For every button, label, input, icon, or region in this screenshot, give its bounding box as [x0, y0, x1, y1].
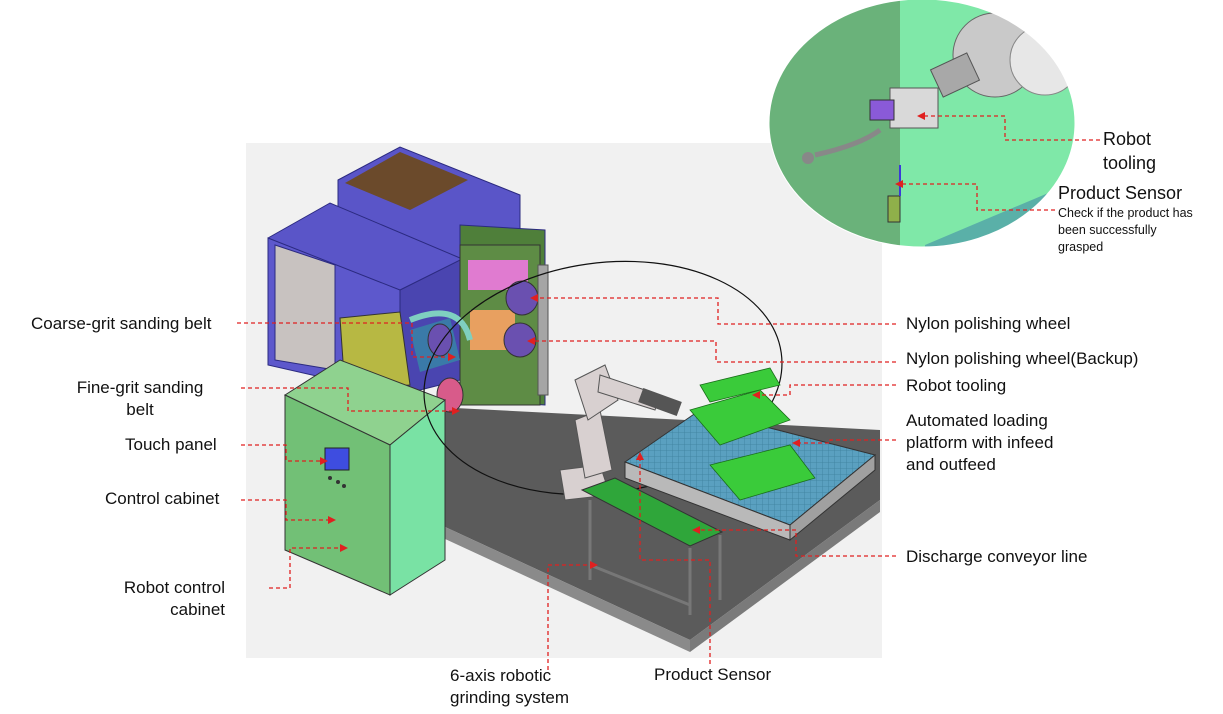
label-robot-system-line2: grinding system — [450, 688, 570, 707]
control-cabinet — [283, 359, 446, 596]
label-fine-sanding-belt-line1: Fine-grit sanding — [76, 378, 204, 397]
sanding-enclosure-front — [267, 202, 461, 396]
label-nylon-polishing-wheel: Nylon polishing wheel — [906, 314, 1071, 333]
label-touch-panel: Touch panel — [125, 435, 217, 454]
label-robot-control-cabinet-line2: cabinet — [170, 600, 225, 619]
polishing-wheel-module — [459, 244, 549, 406]
label-nylon-polishing-wheel-backup: Nylon polishing wheel(Backup) — [906, 349, 1139, 368]
inset-label-product-sensor: Product Sensor — [1058, 183, 1183, 203]
inset-note-line3: grasped — [1058, 240, 1104, 254]
nylon-polishing-wheel-backup — [503, 322, 537, 358]
inset-note-line1: Check if the product has — [1058, 206, 1193, 220]
label-product-sensor: Product Sensor — [654, 665, 772, 684]
label-robot-control-cabinet-line1: Robot control — [123, 578, 225, 597]
label-loading-platform-line3: and outfeed — [906, 455, 996, 474]
callout-lines — [237, 115, 1100, 670]
inset-detail-view — [769, 0, 1075, 247]
six-axis-robot — [559, 364, 682, 501]
label-robot-tooling: Robot tooling — [906, 376, 1007, 395]
label-discharge-conveyor: Discharge conveyor line — [906, 547, 1088, 566]
inset-gripper — [889, 87, 939, 129]
label-coarse-sanding-belt: Coarse-grit sanding belt — [31, 314, 212, 333]
label-fine-sanding-belt-line2: belt — [126, 400, 154, 419]
inset-label-robot-tooling-line2: tooling — [1103, 153, 1157, 173]
touch-panel — [324, 447, 350, 471]
sanding-belt-unit — [339, 310, 473, 413]
callout-arrowheads — [320, 112, 925, 569]
inset-product-sensor — [887, 195, 901, 223]
loading-platform — [623, 367, 877, 542]
label-loading-platform-line2: platform with infeed — [906, 433, 1054, 452]
inset-note-line2: been successfully — [1058, 223, 1157, 237]
label-robot-system-line1: 6-axis robotic — [450, 666, 552, 685]
inset-label-robot-tooling-line1: Robot — [1103, 129, 1152, 149]
label-loading-platform-line1: Automated loading — [906, 411, 1048, 430]
label-control-cabinet: Control cabinet — [105, 489, 220, 508]
